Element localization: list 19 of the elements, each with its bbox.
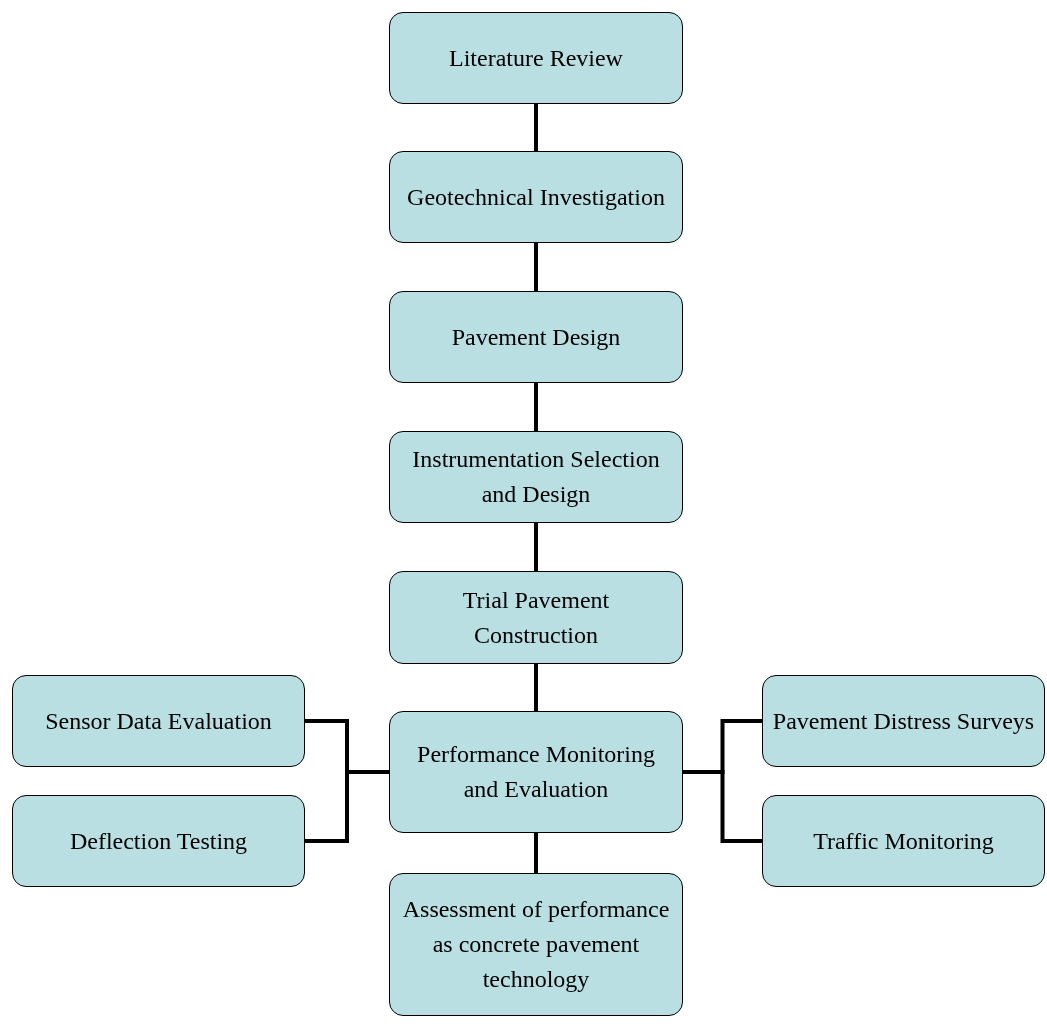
process-box: Trial Pavement Construction [389, 571, 683, 664]
process-box: Traffic Monitoring [762, 795, 1045, 887]
connector-line [534, 243, 538, 291]
connector-line [534, 833, 538, 873]
process-box: Literature Review [389, 12, 683, 104]
connector-line [683, 770, 762, 843]
connector-line [534, 104, 538, 151]
connector-line [305, 770, 389, 843]
process-box: Sensor Data Evaluation [12, 675, 305, 767]
process-box: Instrumentation Selection and Design [389, 431, 683, 523]
process-box: Geotechnical Investigation [389, 151, 683, 243]
process-box: Performance Monitoring and Evaluation [389, 711, 683, 833]
connector-line [534, 523, 538, 571]
process-box: Pavement Design [389, 291, 683, 383]
connector-line [534, 664, 538, 711]
process-box: Assessment of performance as concrete pavement technology [389, 873, 683, 1016]
connector-line [534, 383, 538, 431]
process-box: Pavement Distress Surveys [762, 675, 1045, 767]
process-box: Deflection Testing [12, 795, 305, 887]
